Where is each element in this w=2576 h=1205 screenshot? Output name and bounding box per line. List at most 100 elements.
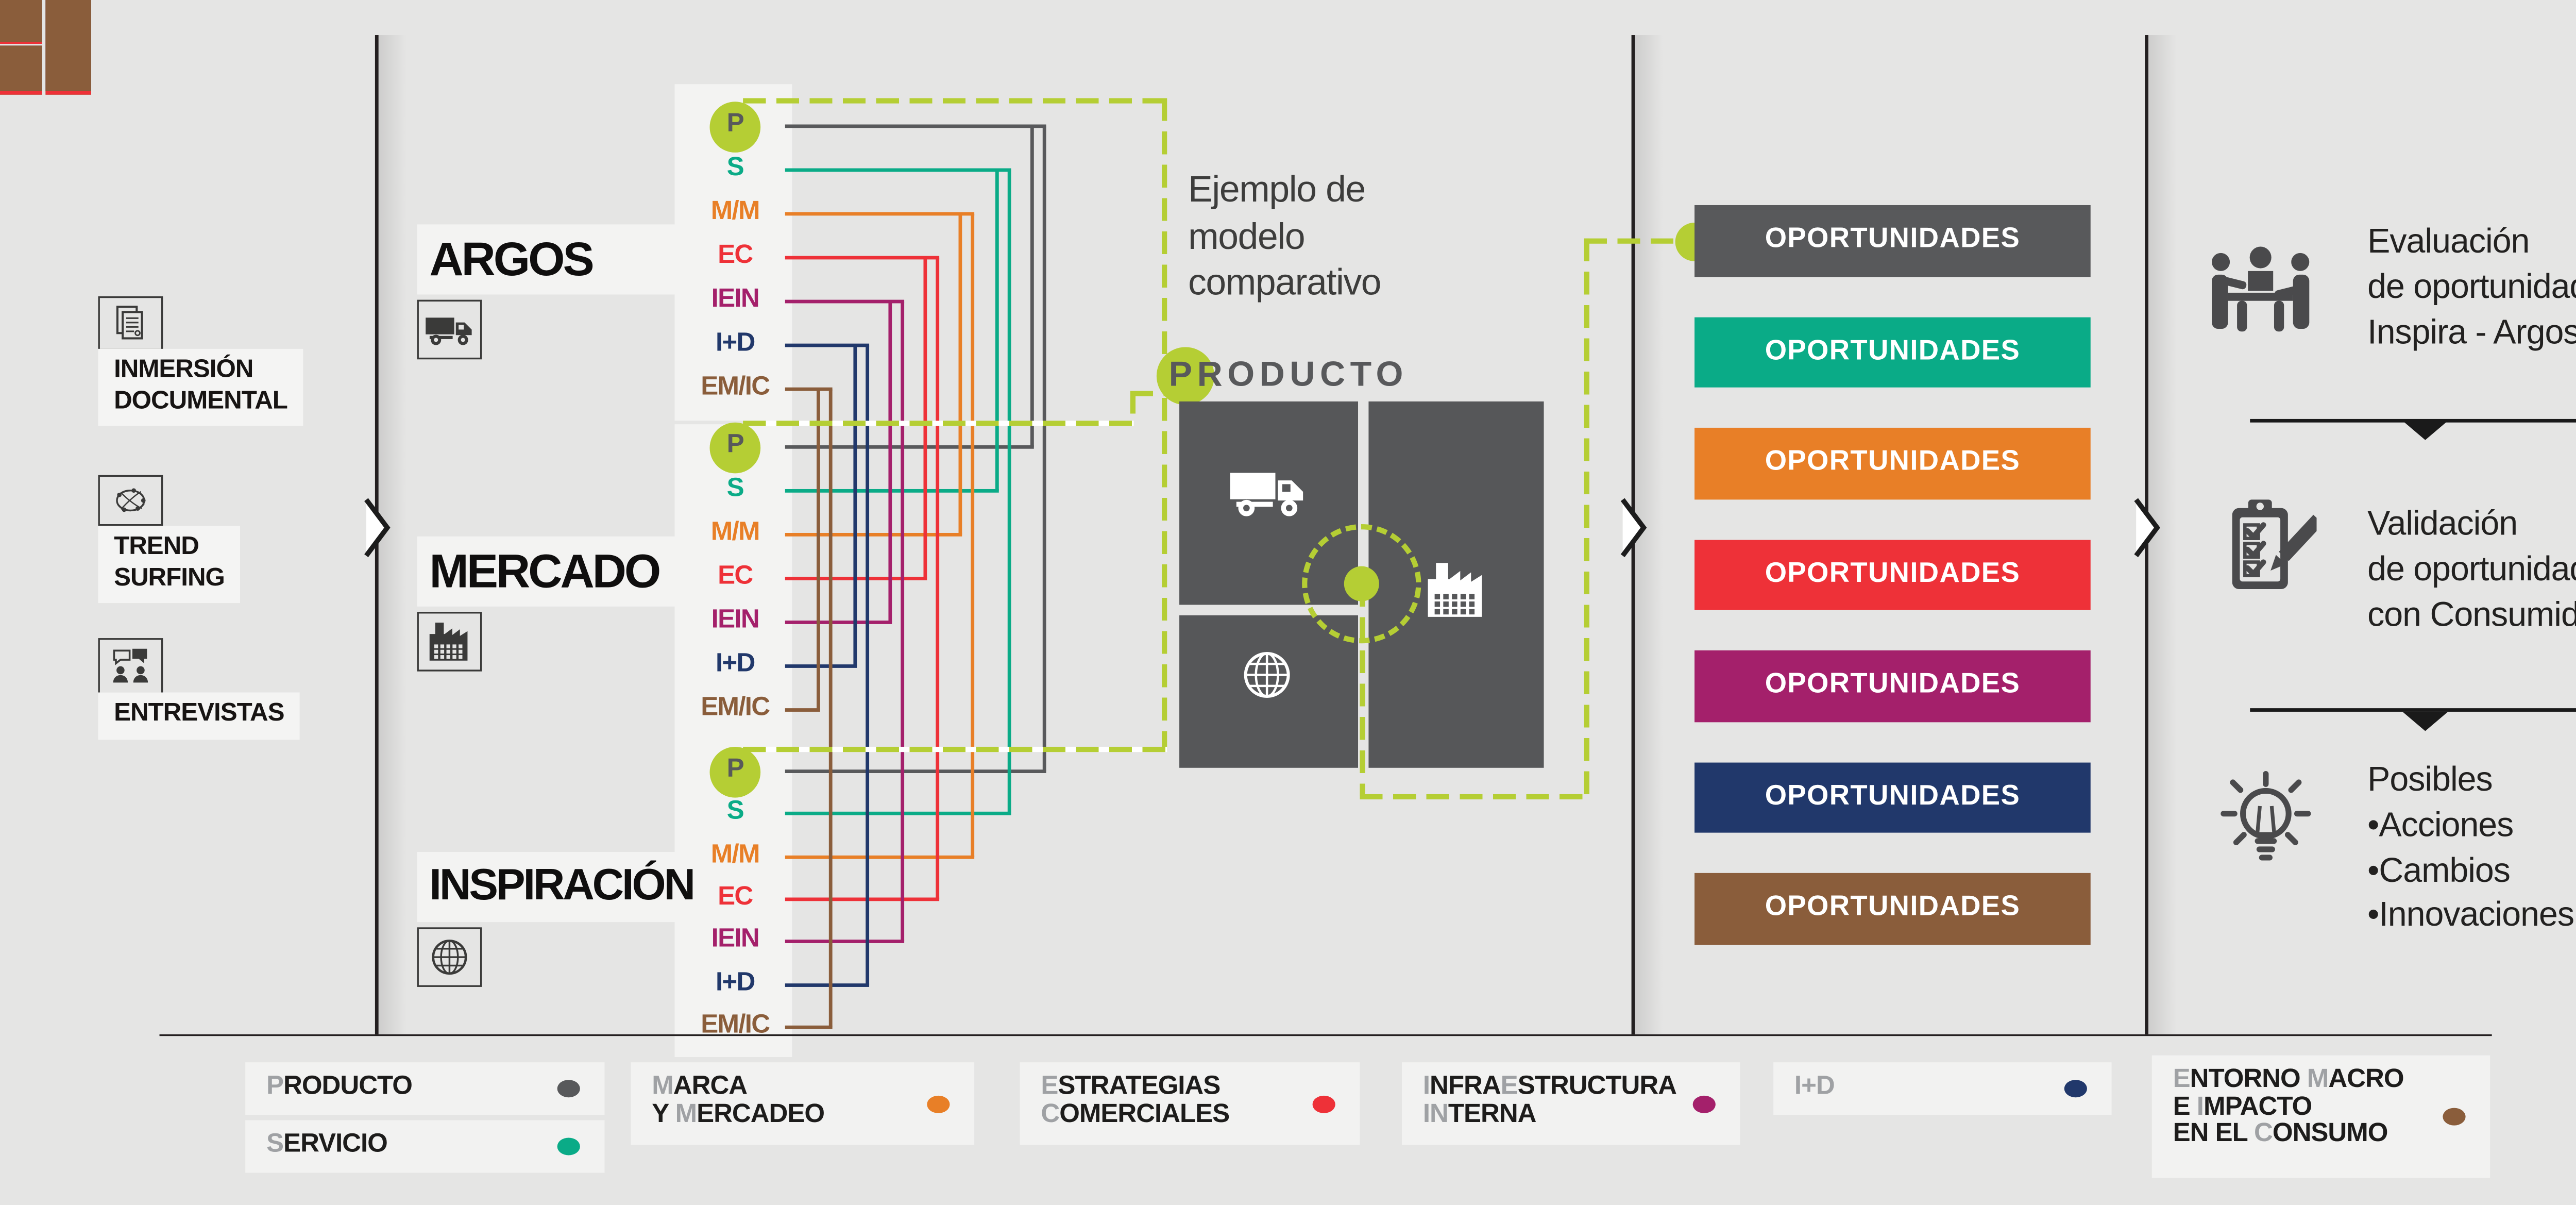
legend-text-segment: Y	[652, 1098, 675, 1128]
method-icon-box	[98, 638, 163, 694]
step-text-line: Posibles	[2367, 761, 2493, 799]
group-list-strip	[674, 424, 792, 731]
legend-color-dot	[557, 1137, 580, 1156]
step-separator-arrow-icon	[2402, 711, 2448, 730]
step-separator-line	[2250, 418, 2576, 422]
tile-cell-top-left	[0, 0, 42, 42]
step-text-line: de oportunidades	[2367, 550, 2576, 589]
legend-text-segment: ONSUMO	[2272, 1118, 2388, 1148]
wire-mercado-h	[785, 489, 998, 493]
lime-path-inspiracion-h	[743, 746, 1167, 751]
wire-v-argos-mercado	[852, 345, 856, 666]
opportunity-bar-label: OPORTUNIDADES	[1765, 225, 2021, 255]
lime-path-bottom-h	[1359, 793, 1589, 799]
wire-inspiracion-h	[785, 812, 1011, 816]
wire-v-argos-mercado	[959, 213, 963, 535]
category-label: I+D	[715, 328, 755, 358]
legend-text-segment: STRATEGIAS	[1058, 1071, 1221, 1101]
wire-v-argos-mercado	[923, 257, 927, 579]
category-label: I+D	[715, 966, 755, 997]
legend-abbrev-letter: E	[1500, 1071, 1518, 1101]
legend-item-text: MARCA	[652, 1073, 953, 1100]
category-label: EM/IC	[701, 372, 770, 401]
category-label: EC	[718, 240, 753, 270]
method-label: ENTREVISTAS	[98, 692, 300, 739]
opportunity-bar-label: OPORTUNIDADES	[1765, 893, 2021, 923]
legend-text-segment: NTORNO	[2190, 1064, 2307, 1094]
producto-heading: PRODUCTO	[1168, 356, 1408, 395]
method-label-line: INMERSIÓN	[114, 356, 253, 384]
wire-argos-h	[785, 124, 1046, 128]
focus-dashed-circle	[1302, 524, 1421, 644]
legend-text-segment: E	[2173, 1091, 2197, 1122]
wire-argos-h	[785, 168, 1011, 172]
wire-v-argos-mercado	[994, 170, 998, 491]
wire-mercado-h	[785, 621, 892, 624]
legend-abbrev-letter: C	[2254, 1118, 2273, 1148]
comparison-tile	[0, 0, 91, 561]
legend-item-text: PRODUCTO	[266, 1073, 584, 1100]
wire-v-argos-inspiracion	[971, 213, 975, 857]
legend-abbrev-letter: I	[2196, 1091, 2204, 1122]
legend-abbrev-letter: M	[652, 1071, 674, 1101]
opportunity-bar-label: OPORTUNIDADES	[1765, 336, 2021, 366]
opportunity-bar: OPORTUNIDADES	[1694, 539, 2091, 610]
legend-text-segment: MPACTO	[2203, 1091, 2312, 1122]
producto-circle	[1156, 346, 1214, 404]
legend-abbrev-letter: M	[2307, 1064, 2329, 1094]
category-label: I+D	[715, 648, 755, 679]
wire-v-argos-inspiracion	[936, 257, 940, 899]
category-label: S	[726, 152, 744, 182]
method-icon-box	[98, 296, 163, 351]
truck-icon	[1227, 463, 1309, 521]
wire-argos-h	[785, 343, 869, 347]
wire-v-argos-inspiracion	[1007, 170, 1011, 814]
wire-v-argos-mercado	[817, 389, 821, 710]
step-separator-line	[2250, 708, 2576, 712]
globe-icon	[424, 934, 475, 980]
category-label: EC	[718, 561, 753, 591]
comparison-tile	[0, 0, 91, 470]
group-name-strip	[417, 536, 675, 607]
legend-abbrev-letter: M	[675, 1098, 698, 1128]
wire-inspiracion-h	[785, 897, 940, 901]
group-name: MERCADO	[429, 545, 661, 598]
category-label: S	[726, 796, 744, 827]
legend-rule	[159, 1033, 2492, 1036]
group-icon-box	[417, 927, 482, 987]
method-icon-box	[98, 475, 163, 526]
globe-icon	[1237, 645, 1297, 705]
truck-icon	[424, 307, 475, 352]
group-name: ARGOS	[429, 233, 594, 286]
opportunity-bar: OPORTUNIDADES	[1694, 761, 2091, 833]
step-text-line: •Innovaciones	[2367, 896, 2574, 935]
tiles-layer	[0, 0, 91, 652]
legend-abbrev-letter: I+D	[1794, 1071, 1835, 1101]
wire-argos-h	[785, 212, 975, 216]
category-label: S	[726, 473, 744, 504]
chevron-right-icon	[1620, 498, 1647, 558]
legend-text-segment: ARCA	[673, 1071, 748, 1101]
legend-item: I+D	[1773, 1062, 2112, 1114]
bulb-icon	[2218, 768, 2313, 873]
category-label: P	[726, 754, 744, 784]
opportunity-bar: OPORTUNIDADES	[1694, 316, 2091, 388]
comparison-tile	[0, 0, 91, 652]
legend-abbrev-letter: IN	[1422, 1098, 1449, 1128]
group-name: INSPIRACIÓN	[429, 861, 696, 910]
group-name-strip	[417, 852, 701, 923]
category-p-circle	[709, 422, 761, 473]
interview-icon	[105, 645, 156, 688]
legend-color-dot	[1692, 1095, 1716, 1113]
wire-inspiracion-h	[785, 940, 904, 944]
wire-inspiracion-h	[785, 982, 869, 986]
legend-item-text: EN EL CONSUMO	[2173, 1120, 2469, 1147]
checklist-icon	[2226, 496, 2317, 594]
wire-v-argos-inspiracion	[900, 302, 904, 942]
